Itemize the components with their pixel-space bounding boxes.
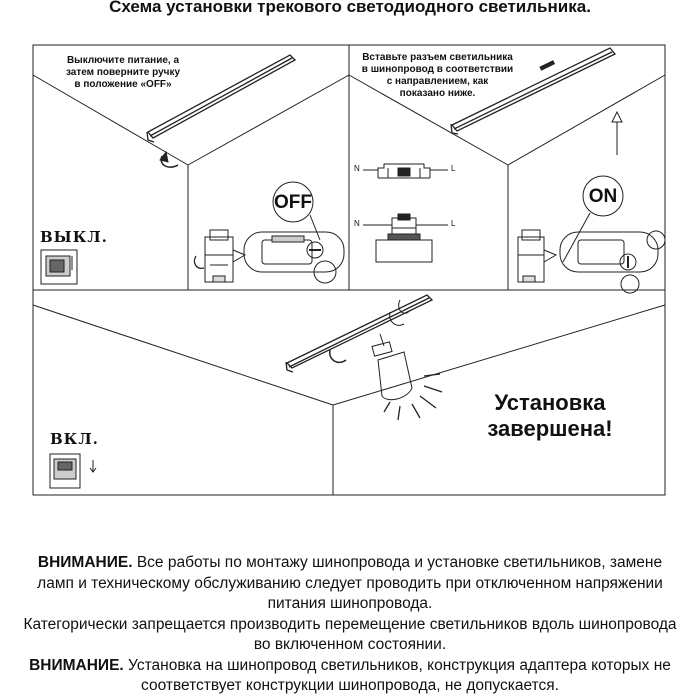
panel2-adapter-icon [517,229,558,283]
panel1-adapter-icon [193,229,247,283]
panel1-room [32,74,350,290]
panel1-instruction: Выключите питание, а затем поверните руч… [58,55,188,91]
panel2-on-callout [582,175,624,217]
panel3-luminaire-icon [371,333,413,401]
panel1-track-rail [146,54,297,143]
panel1-callout-line [309,214,321,241]
panel1-instruction-line: Выключите питание, а [66,55,180,66]
installation-complete-text: Установка завершена! [470,390,630,442]
panel2-instruction-line: в шинопровод в соответствии [361,64,514,75]
panel3-track-rail [285,294,434,373]
panel3-light-rays-icon [383,373,443,421]
panel1-arrowhead-icon [159,150,169,163]
notice-text: Установка на шинопровод светильников, ко… [123,656,671,695]
panel3-adapter-connector-icon [398,299,411,314]
notice-text: Категорически запрещается производить пе… [23,615,677,654]
page-title: Схема установки трекового светодиодного … [109,0,591,16]
installation-complete-line: завершена! [487,416,613,441]
panel1-instruction-line: в положение «OFF» [74,79,172,90]
installation-diagram [32,44,666,496]
panel2-n-label: N [354,219,360,228]
panel2-room [348,74,666,290]
panel2-adapter-closeup-icon [559,230,666,294]
panel3-wall-switch-icon [49,453,97,489]
panel3-switch-label: ВКЛ. [50,430,99,448]
panel2-instruction-line: Вставьте разъем светильника [362,52,513,63]
panel2-l-label: L [451,219,456,228]
safety-notice: ВНИМАНИЕ. Все работы по монтажу шинопров… [20,553,680,697]
panel1-instruction-line: затем поверните ручку [65,67,181,78]
panel2-track-rail [450,47,617,135]
installation-complete-line: Установка [494,390,606,415]
panel1-wall-switch-icon [40,249,78,285]
notice-warning-label: ВНИМАНИЕ. [29,656,124,674]
panel1-adapter-closeup-icon [243,231,345,284]
panel3-adapter-connector-icon [389,311,405,326]
panel2-instruction-line: показано ниже. [399,88,476,99]
notice-paragraph: ВНИМАНИЕ. Все работы по монтажу шинопров… [20,553,680,615]
notice-warning-label: ВНИМАНИЕ. [37,554,133,571]
notice-paragraph: ВНИМАНИЕ. Установка на шинопровод светил… [20,656,680,697]
panel2-connector-icon [363,213,448,263]
panel1-off-label: OFF [274,192,312,213]
panel1-switch-label: ВЫКЛ. [40,228,108,246]
panel2-track-profile-icon [363,163,448,179]
panel2-instruction: Вставьте разъем светильника в шинопровод… [355,52,520,100]
panel3-room [32,304,666,495]
panel1-off-callout [272,181,314,223]
notice-text: Все работы по монтажу шинопровода и уста… [37,554,663,612]
panel2-up-arrow-icon [611,110,623,155]
panel2-n-label: N [354,164,360,173]
notice-paragraph: Категорически запрещается производить пе… [20,615,680,656]
panel2-on-label: ON [588,186,618,207]
panel2-instruction-line: с направлением, как [386,76,489,87]
panel3-arrow-icon [329,349,347,364]
panel2-l-label: L [451,164,456,173]
panel2-callout-line [562,212,591,263]
